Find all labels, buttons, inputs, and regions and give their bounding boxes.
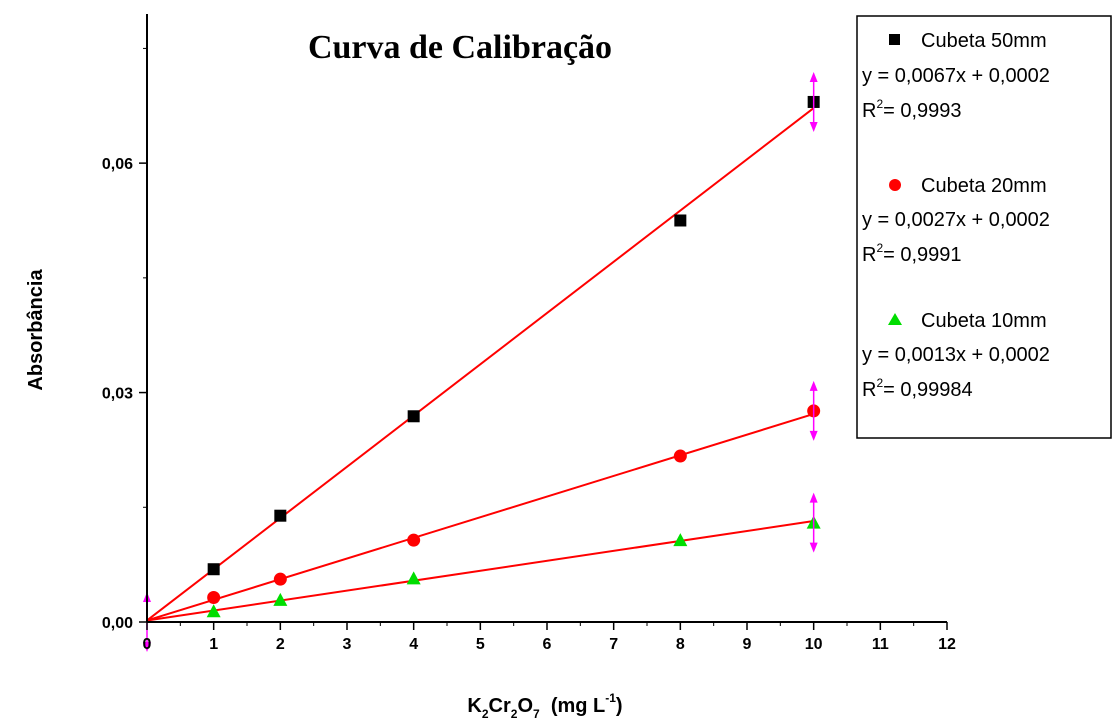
data-point-circle (407, 533, 421, 547)
x-tick-label: 4 (409, 636, 418, 653)
x-label-sub2: 2 (511, 707, 518, 721)
x-tick-label: 9 (743, 636, 752, 653)
endpoint-arrow-3-head-down (809, 542, 818, 553)
x-tick-label: 2 (276, 636, 285, 653)
x-tick-label: 8 (676, 636, 685, 653)
legend-series-3-name: Cubeta 10mm (921, 310, 1047, 332)
legend-marker-circle (889, 179, 901, 191)
legend-series-2-r2: R2= 0,9991 (862, 241, 962, 266)
endpoint-arrow-2 (809, 380, 818, 441)
fit-line-1 (146, 107, 815, 622)
origin-arrow-head-down (143, 642, 151, 652)
x-label-k: K (467, 695, 482, 717)
y-axis-label: Absorbância (25, 269, 47, 391)
y-tick-label: 0,00 (102, 615, 133, 632)
data-point-triangle (206, 604, 221, 618)
endpoint-arrow-3 (809, 492, 818, 553)
fit-line-3 (146, 520, 814, 622)
x-label-o: O (517, 695, 533, 717)
legend-series-2-equation: y = 0,0027x + 0,0002 (862, 209, 1050, 231)
legend-series-1-equation: y = 0,0067x + 0,0002 (862, 65, 1050, 87)
data-point-triangle (673, 533, 688, 547)
x-tick-label: 0 (143, 636, 152, 653)
x-tick-label: 5 (476, 636, 485, 653)
y-tick-label: 0,03 (102, 386, 133, 403)
endpoint-markers (143, 71, 818, 652)
x-tick-label: 3 (343, 636, 352, 653)
data-point-square (207, 563, 220, 576)
x-axis-label: K2Cr2O7 (mg L-1) (467, 691, 622, 721)
x-label-unit: (mg L (540, 695, 606, 717)
endpoint-arrow-1 (809, 71, 818, 132)
chart-title: Curva de Calibração (308, 29, 612, 66)
legend-series-2-name: Cubeta 20mm (921, 175, 1047, 197)
x-tick-label: 1 (209, 636, 218, 653)
data-point-triangle (273, 592, 288, 606)
legend: Cubeta 50mm y = 0,0067x + 0,0002 R2= 0,9… (856, 15, 1112, 439)
legend-series-1-r2: R2= 0,9993 (862, 97, 962, 122)
data-point-circle (207, 591, 221, 605)
data-point-square (274, 509, 287, 522)
x-label-sub3: 7 (533, 707, 540, 721)
x-tick-label: 7 (609, 636, 618, 653)
data-point-circle (673, 449, 687, 463)
fit-lines (146, 107, 815, 622)
x-label-sup: -1 (605, 691, 616, 705)
data-point-square (674, 214, 687, 227)
data-point-triangle (406, 571, 421, 585)
x-tick-label: 12 (938, 636, 956, 653)
endpoint-arrow-1-head-up (809, 71, 818, 82)
fit-line-2 (146, 413, 814, 622)
legend-box (856, 15, 1112, 439)
legend-series-3-r2: R2= 0,99984 (862, 376, 973, 401)
legend-marker-square (889, 34, 900, 45)
endpoint-arrow-3-head-up (809, 492, 818, 503)
y-tick-label: 0,06 (102, 156, 133, 173)
endpoint-arrow-1-head-down (809, 121, 818, 132)
data-point-square (407, 410, 420, 423)
legend-marker-triangle (888, 313, 902, 325)
x-label-close: ) (616, 695, 623, 717)
x-label-sub1: 2 (482, 707, 489, 721)
data-point-circle (273, 572, 287, 586)
endpoint-arrow-2-head-down (809, 430, 818, 441)
x-tick-label: 11 (872, 636, 889, 653)
x-tick-label: 10 (805, 636, 823, 653)
legend-series-1-name: Cubeta 50mm (921, 30, 1047, 52)
legend-series-3-equation: y = 0,0013x + 0,0002 (862, 344, 1050, 366)
x-tick-label: 6 (543, 636, 552, 653)
endpoint-arrow-2-head-up (809, 380, 818, 391)
x-label-cr: Cr (489, 695, 511, 717)
